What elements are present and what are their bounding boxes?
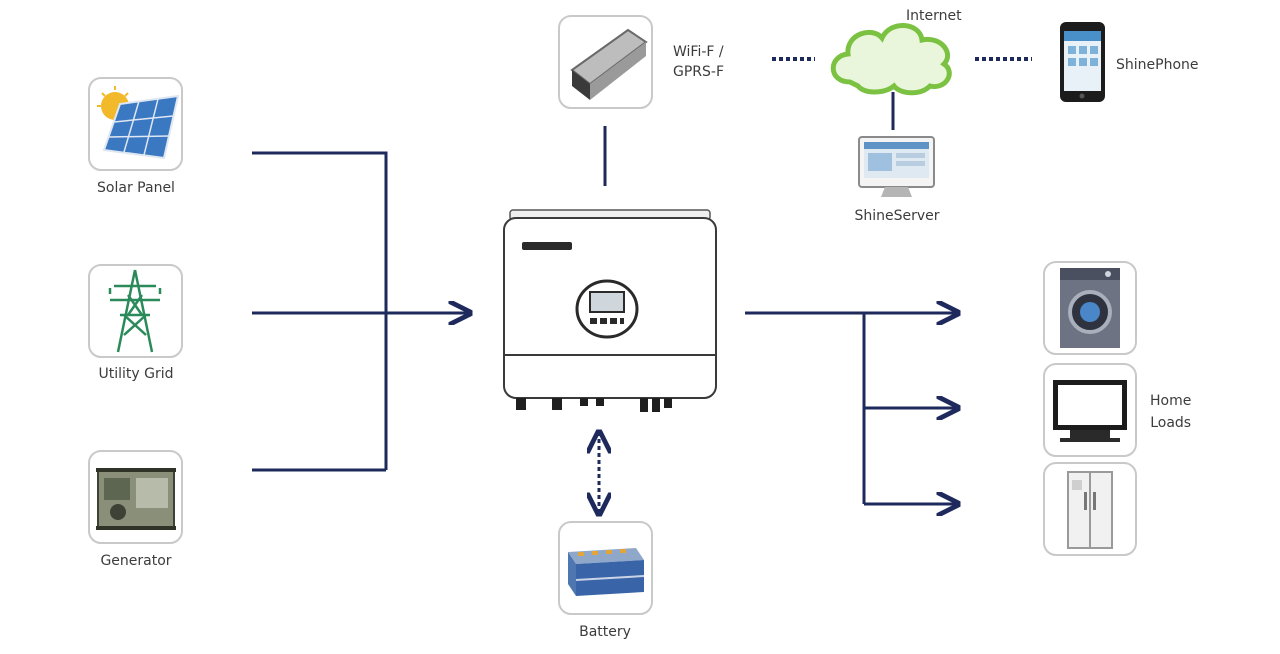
generator-tile [88, 450, 183, 544]
washing-machine-icon [1060, 268, 1120, 348]
shineserver-label: ShineServer [854, 208, 940, 224]
wifi-module-label-line1: WiFi-F / [673, 44, 724, 60]
battery-tile [558, 521, 653, 615]
solar-line [252, 151, 388, 470]
internet-label: Internet [906, 8, 962, 24]
utility-grid-icon [108, 269, 162, 353]
home-loads-label-line1: Home [1150, 393, 1192, 409]
home-loads-label: Home Loads [1150, 390, 1191, 434]
solar-panel-icon [97, 86, 180, 160]
shinephone-label: ShinePhone [1116, 57, 1199, 73]
utility-grid-tile [88, 264, 183, 358]
output-lines [745, 313, 958, 504]
wifi-module-label: WiFi-F / GPRS-F [673, 42, 724, 82]
cloud-icon [830, 23, 952, 96]
wifi-module-icon [570, 28, 648, 100]
generator-label: Generator [100, 553, 172, 569]
inverter-icon [503, 209, 717, 412]
smartphone-icon [1060, 22, 1105, 102]
television-tile [1043, 363, 1137, 457]
washing-machine-tile [1043, 261, 1137, 355]
wifi-module-label-line2: GPRS-F [673, 64, 725, 80]
battery-label: Battery [579, 624, 631, 640]
input-lines [252, 151, 470, 472]
home-loads-label-line2: Loads [1150, 415, 1192, 431]
solar-panel-tile [88, 77, 183, 171]
refrigerator-icon [1067, 471, 1113, 549]
refrigerator-tile [1043, 462, 1137, 556]
computer-monitor-icon [858, 136, 935, 197]
generator-icon [96, 468, 176, 530]
utility-grid-label: Utility Grid [98, 366, 174, 382]
wifi-module-tile [558, 15, 653, 109]
television-icon [1053, 380, 1127, 442]
solar-panel-label: Solar Panel [97, 180, 175, 196]
battery-icon [568, 548, 645, 596]
